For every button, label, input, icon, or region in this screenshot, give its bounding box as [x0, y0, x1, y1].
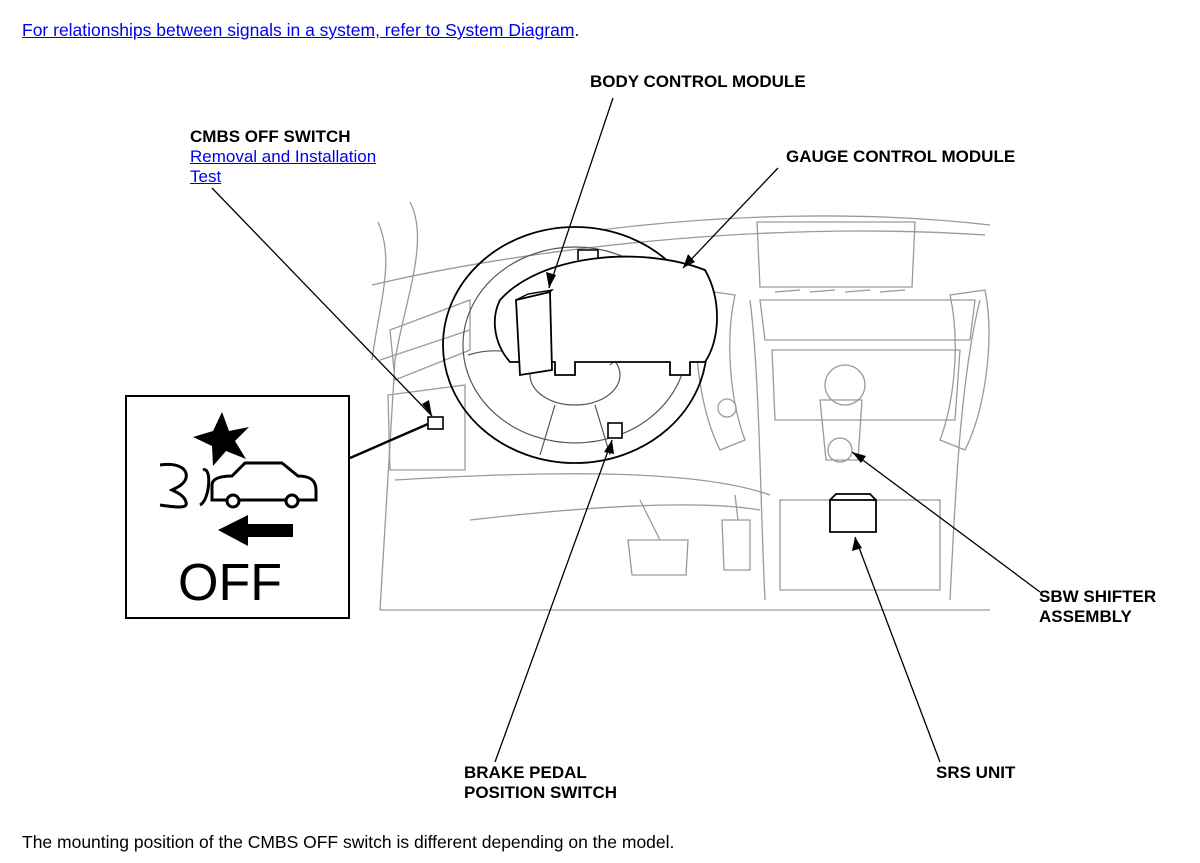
brake-pedal-line1: BRAKE PEDAL: [464, 763, 587, 782]
cmbs-off-switch-text: CMBS OFF SWITCH: [190, 127, 351, 146]
leader-lines: [211, 97, 1041, 763]
srs-unit-box: [829, 493, 877, 533]
label-srs-unit: SRS UNIT: [936, 763, 1015, 783]
cmbs-off-switch-inset: OFF: [125, 395, 350, 619]
dashboard-outline: [371, 201, 991, 611]
body-control-module-text: BODY CONTROL MODULE: [590, 72, 806, 91]
body-control-module-box: [515, 290, 553, 377]
brake-switch-location: [607, 422, 623, 439]
arrow-heads: [422, 254, 866, 551]
footnote: The mounting position of the CMBS OFF sw…: [22, 832, 675, 852]
removal-installation-link[interactable]: Removal and Installation: [190, 147, 377, 166]
gauge-top-tab: [577, 249, 599, 260]
car-collision-icon: [159, 461, 318, 509]
body-control-module-top: [515, 288, 555, 301]
label-sbw-shifter-assembly: SBW SHIFTER ASSEMBLY: [1039, 587, 1156, 627]
cmbs-switch-location: [427, 416, 444, 430]
gauge-control-module-text: GAUGE CONTROL MODULE: [786, 147, 1016, 166]
intro-period: .: [574, 20, 580, 40]
label-body-control-module: BODY CONTROL MODULE: [590, 72, 806, 92]
sbw-shifter-line1: SBW SHIFTER: [1039, 587, 1157, 606]
system-diagram-link[interactable]: For relationships between signals in a s…: [22, 20, 575, 40]
label-cmbs-off-switch: CMBS OFF SWITCH Removal and Installation…: [190, 127, 376, 187]
sbw-shifter-line2: ASSEMBLY: [1039, 607, 1132, 626]
arrow-left-icon: [218, 515, 293, 546]
switch-off-text: OFF: [178, 554, 282, 612]
test-link[interactable]: Test: [190, 167, 222, 186]
brake-pedal-line2: POSITION SWITCH: [464, 783, 617, 802]
label-gauge-control-module: GAUGE CONTROL MODULE: [786, 147, 1015, 167]
intro-line: For relationships between signals in a s…: [22, 20, 579, 41]
label-brake-pedal-position-switch: BRAKE PEDAL POSITION SWITCH: [464, 763, 617, 803]
srs-unit-text: SRS UNIT: [936, 763, 1016, 782]
star-icon: [193, 412, 249, 466]
